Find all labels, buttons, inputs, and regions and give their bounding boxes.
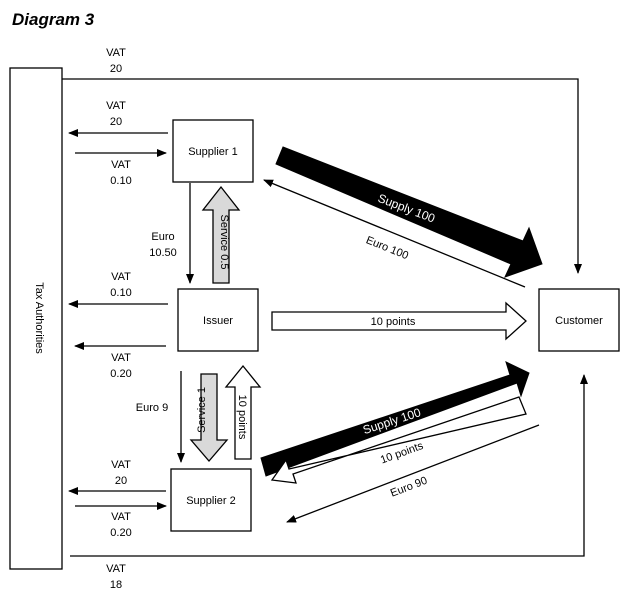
s2-vat-out-label-2: 20	[115, 475, 127, 487]
vat-bottom-label-1: VAT	[106, 563, 126, 575]
tax-authorities-label: Tax Authorities	[33, 282, 45, 354]
issuer-vat-in-label-1: VAT	[111, 352, 131, 364]
issuer-vat-in-label-2: 0.20	[110, 368, 131, 380]
vat-top-label-1: VAT	[106, 47, 126, 59]
vat-top-arrow	[62, 78, 582, 274]
service-1-label: Service 1	[196, 387, 208, 433]
supplier2-label: Supplier 2	[186, 495, 236, 507]
customer-label: Customer	[555, 315, 603, 327]
points-10-s2-arrow	[270, 396, 527, 484]
points-10-customer-arrow	[271, 301, 527, 341]
issuer-vat-out-label-2: 0.10	[110, 287, 131, 299]
euro-100-label: Euro 100	[364, 234, 410, 262]
vat-bottom-label-2: 18	[110, 579, 122, 591]
diagram-title: Diagram 3	[12, 10, 95, 29]
supply-100-arrow-bottom	[260, 361, 530, 477]
customer-box	[538, 288, 620, 352]
service-05-label: Service 0.5	[218, 214, 230, 269]
euro-100-arrow	[263, 179, 526, 288]
supplier1-label: Supplier 1	[188, 146, 238, 158]
s2-vat-in-label-2: 0.20	[110, 527, 131, 539]
issuer-vat-out-label-1: VAT	[111, 271, 131, 283]
s1-vat-out-label-1: VAT	[106, 100, 126, 112]
euro-90-label: Euro 90	[389, 475, 429, 500]
points-10-issuer-label: 10 points	[236, 395, 248, 440]
euro-1050-label-2: 10.50	[149, 247, 177, 259]
euro-1050-label-1: Euro	[151, 231, 174, 243]
s2-vat-in-label-1: VAT	[111, 511, 131, 523]
supplier2-box	[170, 468, 252, 532]
s2-vat-out-label-1: VAT	[111, 459, 131, 471]
supplier1-box	[172, 119, 254, 183]
points-10-issuer-arrow	[224, 364, 262, 460]
euro-90-arrow	[286, 424, 540, 523]
s1-vat-in-label-1: VAT	[111, 159, 131, 171]
vat-bottom-arrow	[70, 374, 588, 557]
vat-top-label-2: 20	[110, 63, 122, 75]
s1-vat-in-label-2: 0.10	[110, 175, 131, 187]
points-10-customer-label: 10 points	[371, 316, 416, 328]
issuer-label: Issuer	[203, 315, 233, 327]
euro-9-label: Euro 9	[136, 402, 168, 414]
tax-authorities-box	[9, 67, 63, 570]
s1-vat-out-label-2: 20	[110, 116, 122, 128]
issuer-box	[177, 288, 259, 352]
service-1-arrow	[189, 373, 229, 462]
service-05-arrow	[201, 185, 241, 284]
supply-100-arrow-top	[275, 146, 543, 278]
